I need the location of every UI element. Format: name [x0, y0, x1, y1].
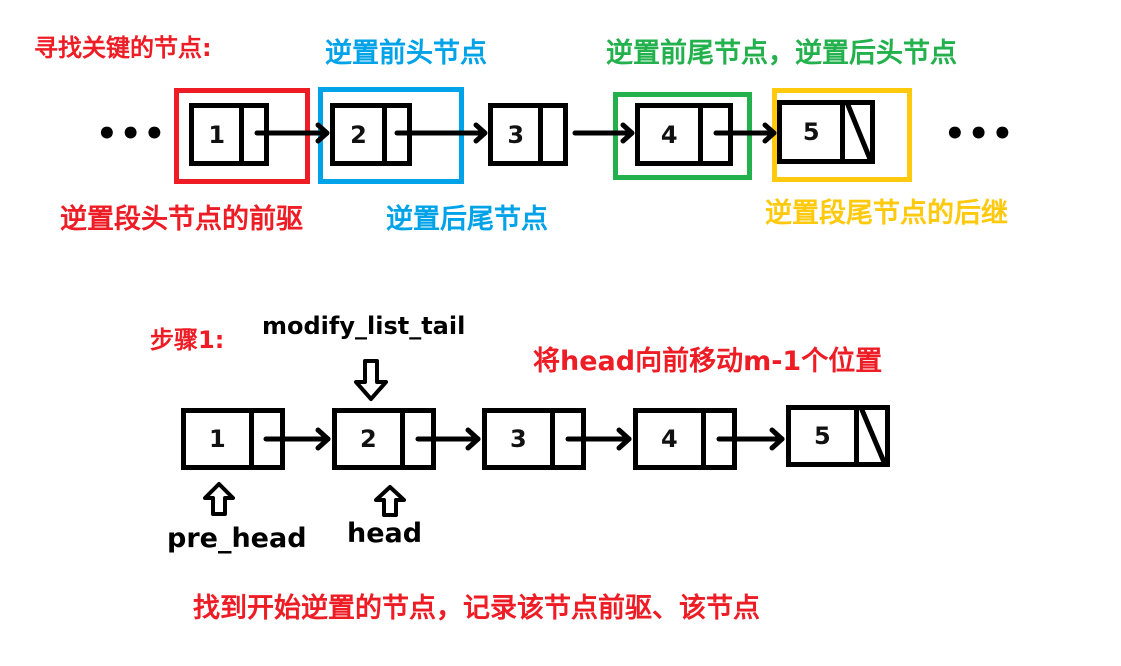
node-pointer-field [381, 108, 407, 161]
label-reverse-pre-head: 逆置前头节点 [325, 38, 487, 69]
arrow-icon [716, 427, 785, 451]
bottom-node-3: 3 [482, 408, 586, 470]
highlight-box-green [613, 92, 752, 180]
highlight-box-red [174, 88, 310, 184]
arrow-icon [394, 122, 488, 144]
bottom-node-4: 4 [633, 408, 737, 470]
node-pointer-field [399, 413, 431, 465]
up-arrow-icon [203, 482, 235, 516]
label-segment-tail-successor: 逆置段尾节点的后继 [765, 198, 1008, 229]
node-pointer-field [700, 413, 732, 465]
node-value: 2 [350, 120, 367, 149]
node-pointer-field [248, 413, 280, 465]
up-arrow-icon [374, 485, 406, 517]
label-reverse-pre-tail-post-head: 逆置前尾节点，逆置后头节点 [606, 38, 957, 69]
null-pointer-field [853, 410, 885, 462]
ellipsis-right: ••• [944, 114, 1016, 154]
node-value: 4 [660, 120, 678, 149]
node-value: 3 [509, 425, 527, 453]
node-pointer-field [538, 108, 563, 161]
arrow-icon [263, 427, 331, 451]
label-segment-head-predecessor: 逆置段头节点的前驱 [60, 204, 303, 235]
arrow-icon [713, 122, 777, 144]
instruction-text: 将head向前移动m-1个位置 [533, 346, 883, 377]
arrow-icon [415, 427, 481, 451]
arrow-icon [565, 427, 632, 451]
node-value: 3 [507, 120, 525, 149]
node-pointer-field [549, 413, 581, 465]
node-pointer-field [239, 108, 264, 161]
pointer-label-pre-head: pre_head [167, 523, 307, 554]
node-value: 2 [359, 425, 377, 453]
label-reverse-post-tail: 逆置后尾节点 [386, 204, 548, 235]
node-value: 4 [660, 425, 678, 453]
node-pointer-field [698, 108, 728, 161]
null-slash-icon [845, 102, 873, 162]
node-value: 5 [813, 422, 831, 450]
ellipsis-left: ••• [96, 114, 168, 154]
step-label: 步骤1: [150, 326, 225, 354]
arrow-icon [572, 122, 635, 144]
arrow-icon [254, 122, 330, 144]
null-pointer-field [840, 105, 870, 159]
node-value: 5 [802, 118, 820, 146]
caption-text: 找到开始逆置的节点，记录该节点前驱、该节点 [193, 593, 760, 624]
node-value: 1 [208, 120, 226, 149]
pointer-label-modify-list-tail: modify_list_tail [262, 312, 466, 340]
top-title: 寻找关键的节点: [34, 34, 212, 62]
top-node-3: 3 [488, 103, 568, 166]
null-slash-icon [859, 407, 887, 465]
down-arrow-icon [354, 359, 388, 401]
node-value: 1 [208, 425, 226, 453]
pointer-label-head: head [347, 518, 423, 549]
